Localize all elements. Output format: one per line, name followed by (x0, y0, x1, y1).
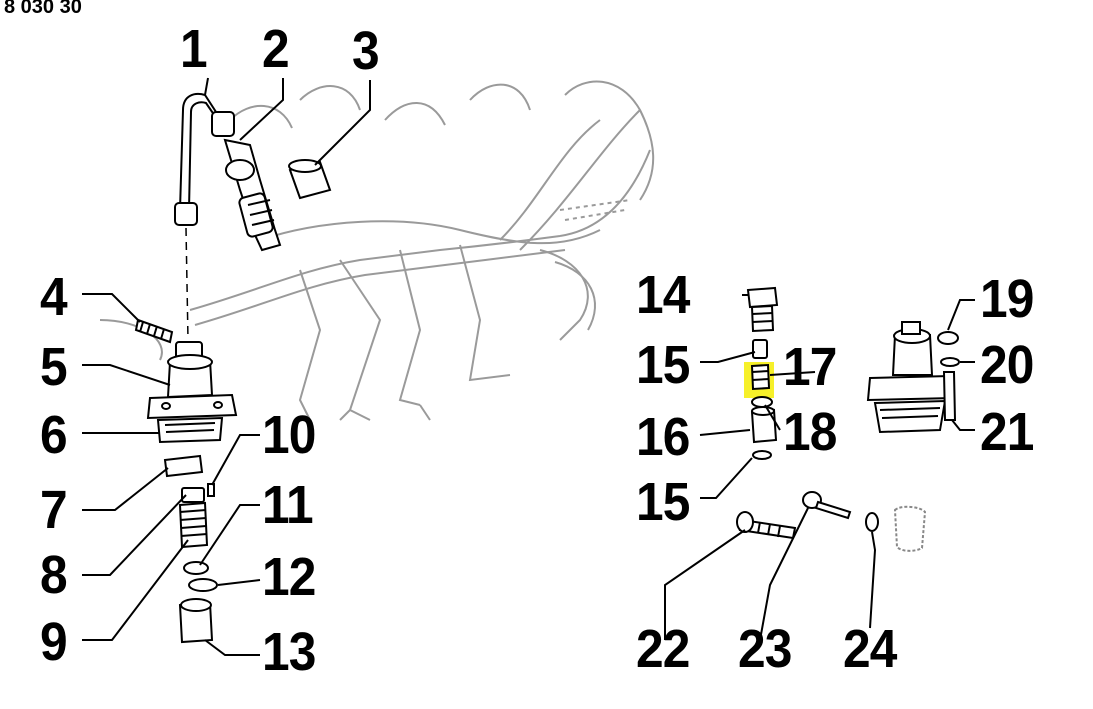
callout-24[interactable]: 24 (843, 619, 897, 679)
pump-right-drawing (866, 321, 960, 434)
callout-20[interactable]: 20 (980, 335, 1034, 395)
callout-15-upper[interactable]: 15 (636, 335, 690, 395)
callout-10[interactable]: 10 (262, 405, 316, 465)
callout-9[interactable]: 9 (40, 612, 68, 672)
callout-16[interactable]: 16 (636, 407, 690, 467)
injector-pipe-drawing (174, 92, 235, 341)
sleeve-drawing (288, 159, 332, 200)
valve-parts-drawing (744, 286, 779, 460)
callout-11[interactable]: 11 (262, 475, 314, 535)
callout-1[interactable]: 1 (180, 19, 208, 79)
callout-3[interactable]: 3 (352, 21, 380, 81)
callout-17-highlighted[interactable]: 17 (783, 337, 837, 397)
callout-5[interactable]: 5 (40, 337, 68, 397)
callout-13[interactable]: 13 (262, 622, 316, 682)
leader-lines (82, 77, 975, 656)
callout-6[interactable]: 6 (40, 405, 68, 465)
callout-15-lower[interactable]: 15 (636, 472, 690, 532)
callout-2[interactable]: 2 (262, 19, 290, 79)
injector-drawing (223, 138, 282, 252)
pump-left-drawing (134, 318, 238, 444)
callout-7[interactable]: 7 (40, 480, 68, 540)
pump-left-internal-drawing (163, 454, 218, 644)
callout-19[interactable]: 19 (980, 269, 1034, 329)
callout-8[interactable]: 8 (40, 545, 68, 605)
callout-23[interactable]: 23 (738, 619, 792, 679)
callout-14[interactable]: 14 (636, 265, 690, 325)
callout-4[interactable]: 4 (40, 267, 68, 327)
screws-drawing (736, 491, 927, 552)
callout-12[interactable]: 12 (262, 547, 316, 607)
callout-21[interactable]: 21 (980, 402, 1034, 462)
manifold-sketch (99, 80, 655, 421)
diagram-code: 8 030 30 (4, 0, 82, 18)
callout-18[interactable]: 18 (783, 402, 837, 462)
callout-22[interactable]: 22 (636, 619, 690, 679)
